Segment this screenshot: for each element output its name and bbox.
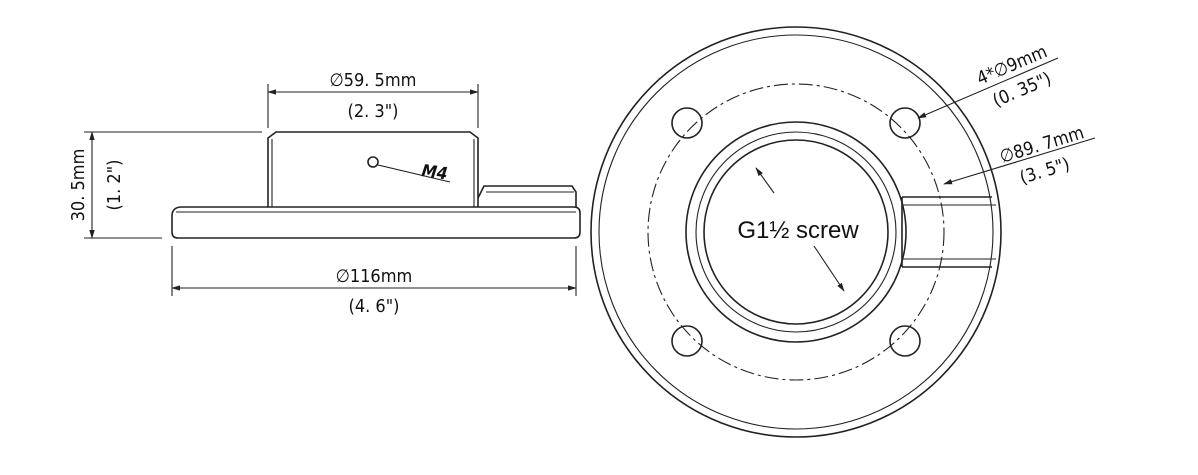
upper-body-outline bbox=[267, 131, 479, 207]
height-label: 30. 5mm bbox=[68, 149, 89, 222]
flange-base-outline bbox=[171, 206, 581, 239]
thread-leader-lower bbox=[813, 245, 845, 292]
side-view: M4 ∅59. 5mm (2. 3") 30. 5mm (1. 2") ∅116… bbox=[68, 70, 581, 317]
side-tab bbox=[477, 185, 577, 207]
base-diameter-label: ∅116mm bbox=[336, 266, 413, 287]
mounting-hole-bottom-right bbox=[889, 325, 921, 357]
m4-leader-line bbox=[377, 164, 451, 183]
outer-flange-inner-circle bbox=[598, 34, 994, 430]
mounting-hole-top-left bbox=[671, 107, 703, 139]
boss-mid-circle bbox=[695, 131, 897, 333]
bore-circle bbox=[703, 139, 889, 325]
top-diameter-inch-label: (2. 3") bbox=[348, 101, 399, 122]
top-diameter-label: ∅59. 5mm bbox=[330, 70, 417, 91]
m4-hole bbox=[367, 156, 379, 168]
boss-outer-circle bbox=[685, 121, 907, 343]
height-inch-label: (1. 2") bbox=[104, 160, 125, 211]
bolt-circle-leader bbox=[943, 137, 1096, 185]
outer-flange-circle bbox=[590, 26, 1002, 438]
bolt-circle bbox=[647, 83, 945, 381]
mounting-hole-top-right bbox=[889, 107, 921, 139]
center-thread-label: G1½ screw bbox=[737, 217, 859, 244]
side-slot bbox=[901, 196, 996, 268]
base-diameter-inch-label: (4. 6") bbox=[349, 296, 400, 317]
thread-leader-upper bbox=[755, 167, 775, 194]
top-view: G1½ screw 4*∅9mm (0. 35") ∅89. 7mm (3. 5… bbox=[590, 26, 1096, 438]
hole-spec-leader bbox=[917, 57, 1059, 119]
mounting-hole-bottom-left bbox=[671, 325, 703, 357]
m4-label: M4 bbox=[420, 161, 448, 184]
